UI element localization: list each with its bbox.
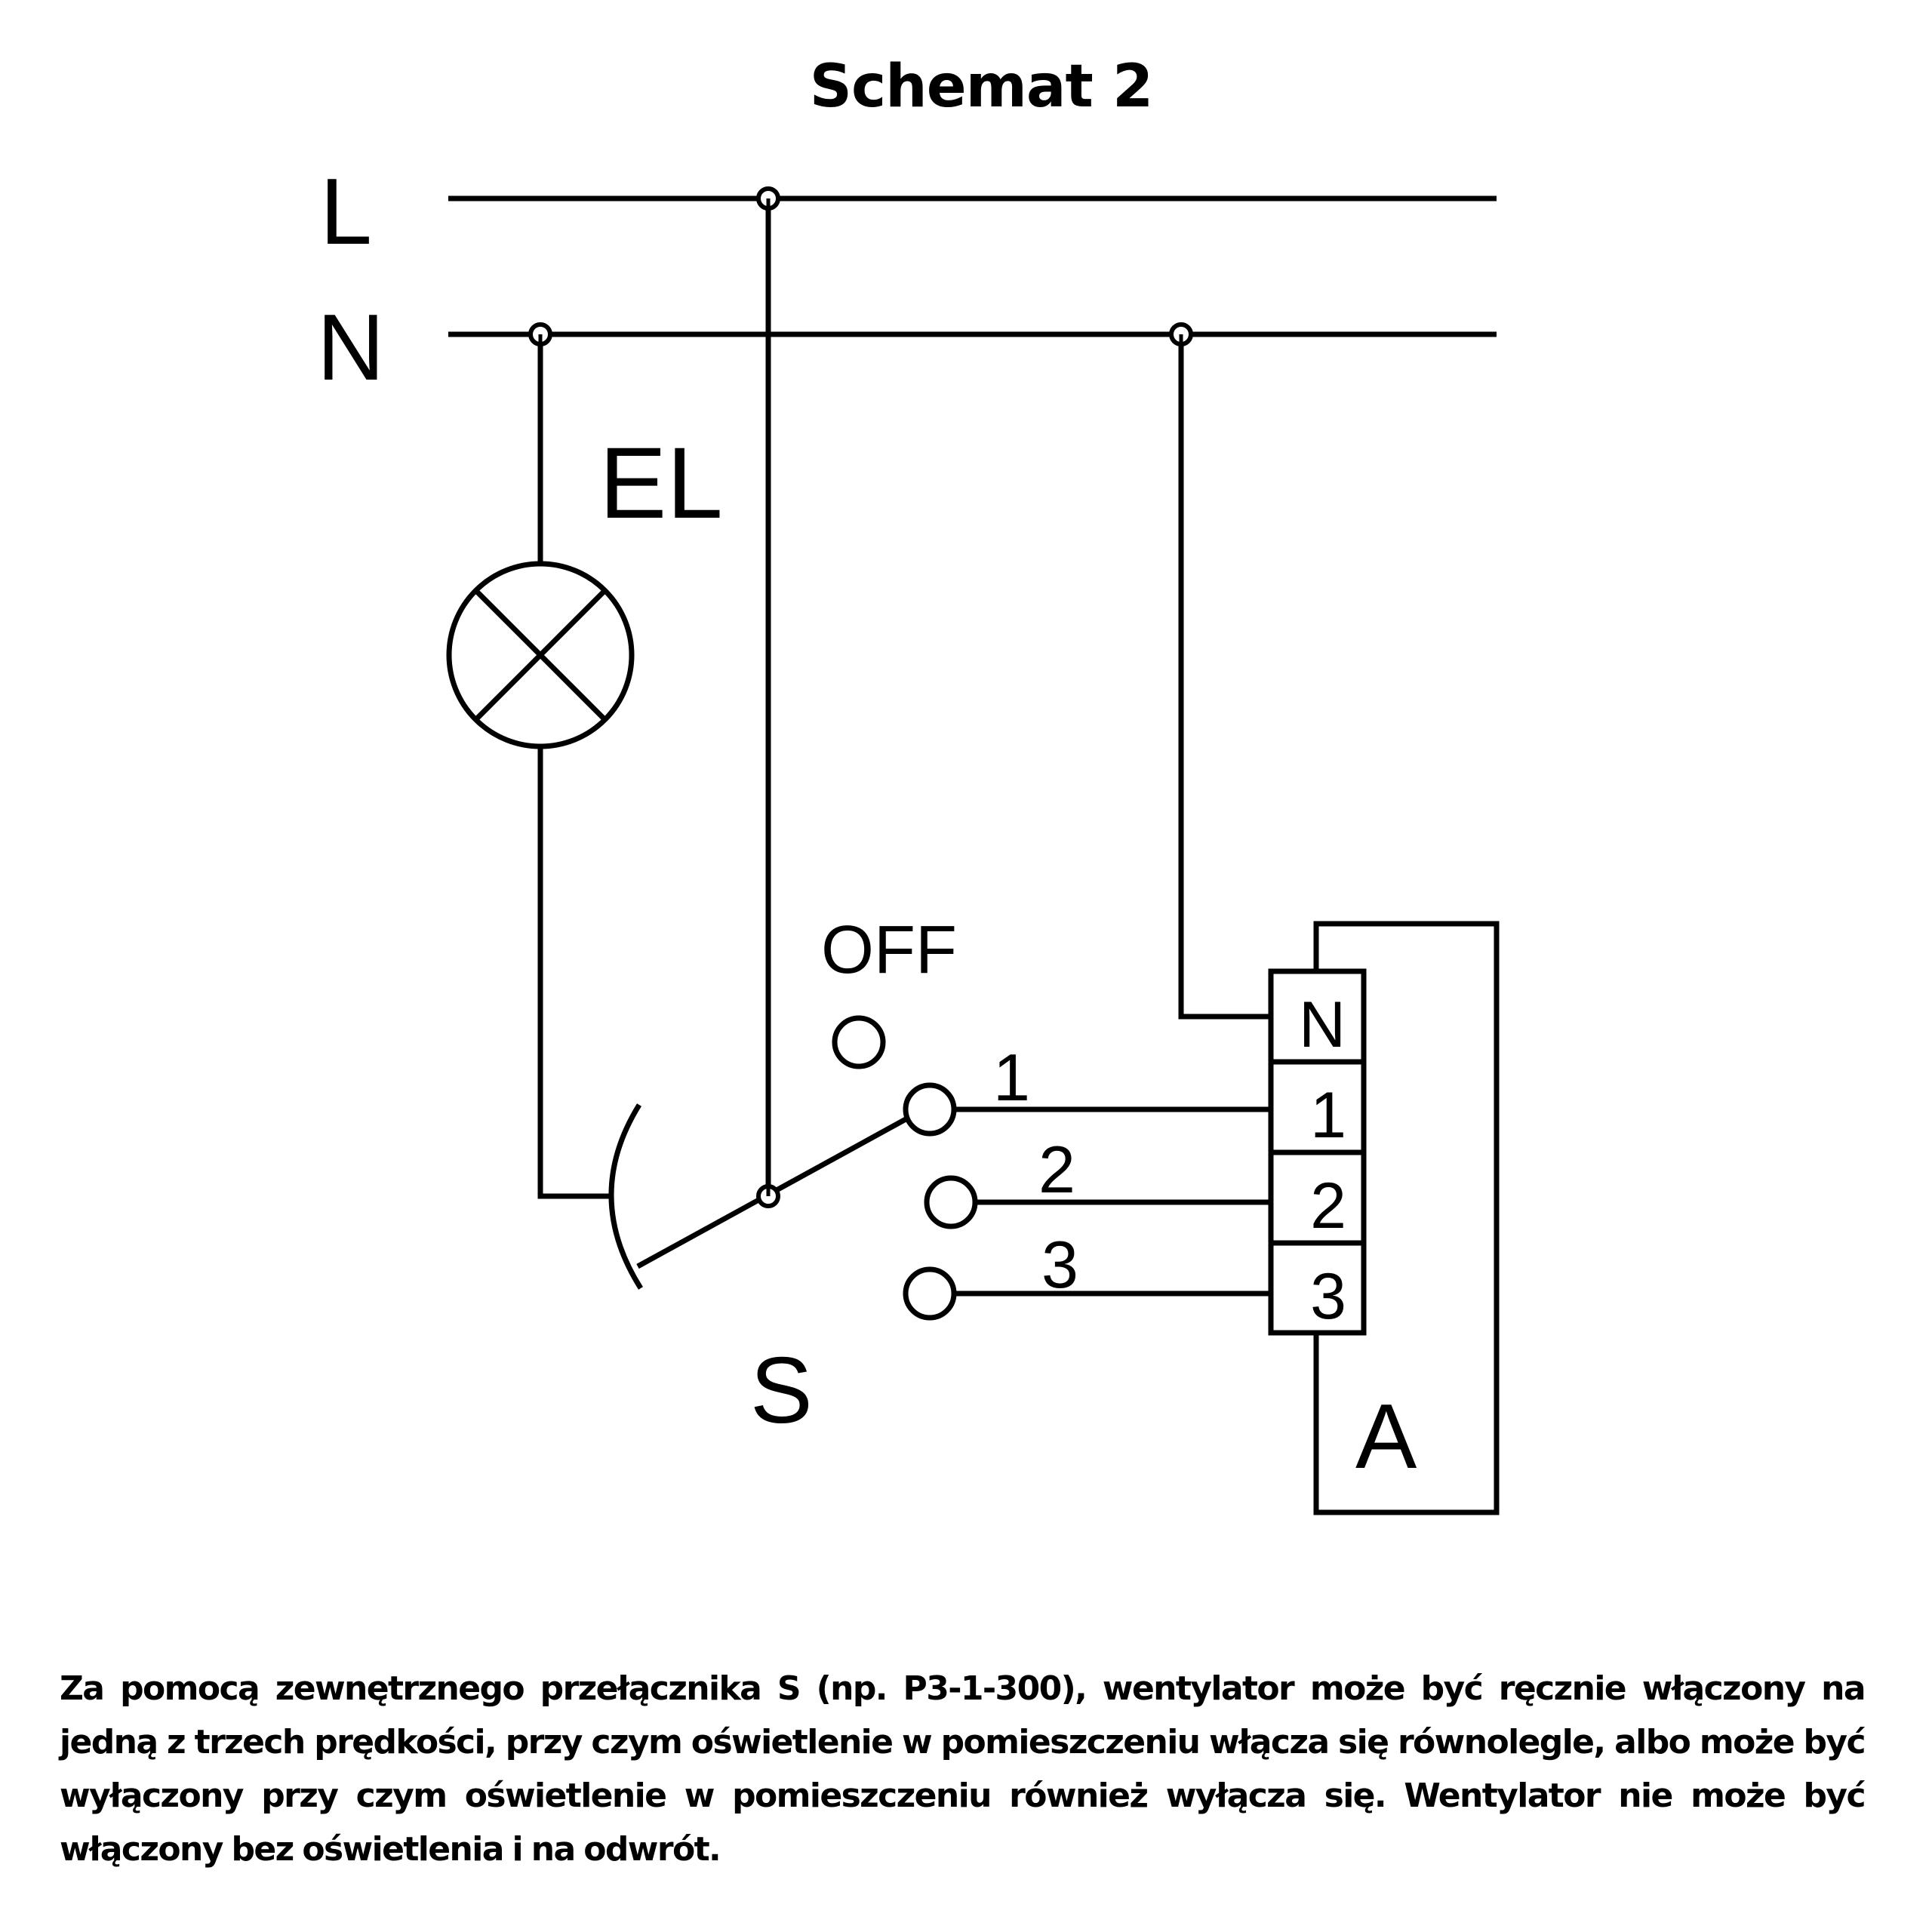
label-A: A (1355, 1385, 1417, 1487)
switch-contact-2 (924, 1175, 978, 1229)
switch-arc (608, 1103, 643, 1290)
fan-neutral-wire (1178, 334, 1271, 1020)
label-L: L (320, 160, 372, 264)
lamp-switch-wire (537, 746, 612, 1199)
terminal-label-1: 1 (1310, 1079, 1346, 1152)
label-wire-1: 1 (993, 1040, 1030, 1115)
lamp-icon (446, 561, 635, 749)
switch-contact-off (832, 1015, 886, 1069)
terminal-label-2: 2 (1310, 1170, 1346, 1242)
switch-contact-3 (903, 1266, 957, 1321)
label-wire-2: 2 (1038, 1132, 1075, 1207)
label-EL: EL (599, 427, 723, 540)
terminal-label-N: N (1299, 989, 1346, 1061)
label-N: N (317, 296, 385, 400)
label-wire-3: 3 (1041, 1227, 1078, 1302)
description-paragraph: Za pomocą zewnętrznego przełącznika S (n… (60, 1669, 1866, 1869)
diagram-title: Schemat 2 (809, 53, 1153, 121)
terminal-label-3: 3 (1310, 1260, 1346, 1333)
label-OFF: OFF (821, 912, 957, 988)
label-S: S (750, 1339, 813, 1443)
fan-housing (1313, 921, 1500, 1515)
switch-contact-1 (903, 1082, 957, 1137)
